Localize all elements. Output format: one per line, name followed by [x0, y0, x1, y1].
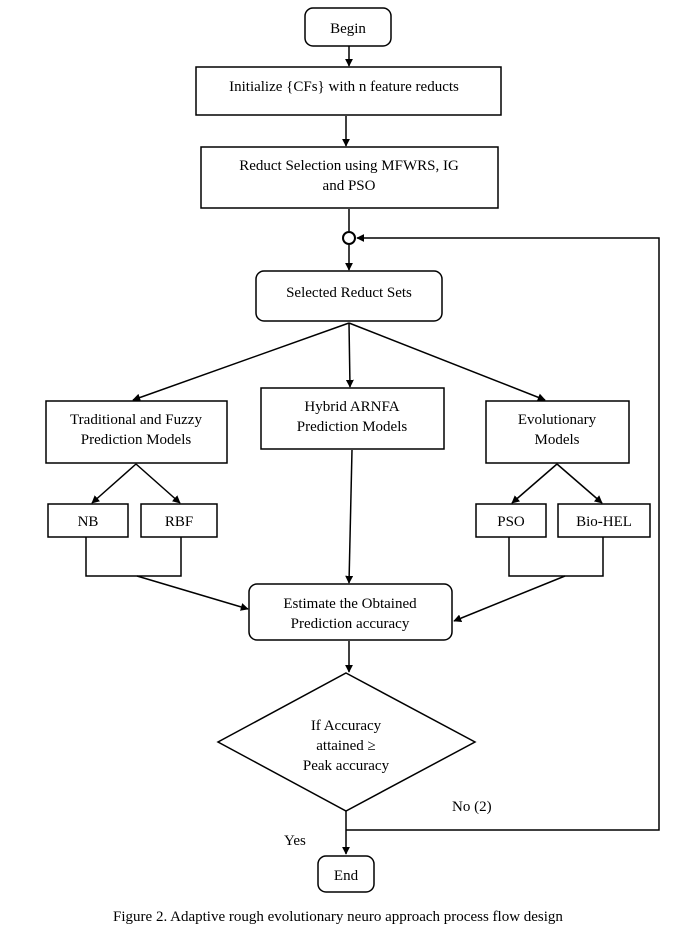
- edge-traditional-to-nb: [91, 463, 137, 504]
- end-label: End: [334, 868, 359, 884]
- reduct-selection-node: Reduct Selection using MFWRS, IG and PSO: [200, 146, 499, 209]
- init-label: Initialize {CFs} with n feature reducts: [229, 79, 459, 95]
- begin-node: Begin: [304, 7, 392, 47]
- estimate-accuracy-label-line2: Prediction accuracy: [291, 616, 410, 632]
- estimate-accuracy-label-line1: Estimate the Obtained: [283, 596, 417, 612]
- decision-label-line2: attained ≥: [316, 738, 375, 754]
- rbf-node: RBF: [140, 503, 218, 538]
- edge-no-loop-back: [346, 234, 660, 831]
- decision-label-line1: If Accuracy: [311, 718, 382, 734]
- hybrid-arnfa-label-line2: Prediction Models: [297, 419, 408, 435]
- end-node: End: [317, 855, 375, 893]
- bracket-nb-rbf: [85, 537, 182, 577]
- edge-evolutionary-to-biohel: [556, 463, 603, 504]
- biohel-node: Bio-HEL: [557, 503, 651, 538]
- edge-selected-to-hybrid: [345, 322, 354, 388]
- figure-caption: Figure 2. Adaptive rough evolutionary ne…: [113, 909, 563, 925]
- pso-node: PSO: [475, 503, 547, 538]
- selected-reduct-sets-label: Selected Reduct Sets: [286, 285, 412, 301]
- yes-edge-label: Yes: [284, 833, 306, 849]
- selected-reduct-sets-node: Selected Reduct Sets: [255, 270, 443, 322]
- hybrid-arnfa-node: Hybrid ARNFA Prediction Models: [260, 387, 445, 450]
- no-edge-label: No (2): [452, 799, 492, 815]
- reduct-selection-label-line1: Reduct Selection using MFWRS, IG: [239, 158, 459, 174]
- init-node: Initialize {CFs} with n feature reducts: [195, 66, 502, 116]
- traditional-fuzzy-label-line1: Traditional and Fuzzy: [70, 412, 202, 428]
- evolutionary-label-line2: Models: [535, 432, 580, 448]
- nb-node: NB: [47, 503, 129, 538]
- accuracy-decision-node: If Accuracy attained ≥ Peak accuracy: [216, 672, 477, 812]
- begin-label: Begin: [330, 21, 366, 37]
- traditional-fuzzy-label-line2: Prediction Models: [81, 432, 192, 448]
- edge-bracket-left-to-estimate: [136, 575, 249, 611]
- edge-bracket-right-to-estimate: [453, 575, 566, 623]
- biohel-label: Bio-HEL: [576, 514, 632, 530]
- edge-hybrid-to-estimate: [345, 449, 354, 584]
- traditional-fuzzy-node: Traditional and Fuzzy Prediction Models: [45, 400, 228, 464]
- rbf-label: RBF: [165, 514, 193, 530]
- edge-selected-to-evolutionary: [348, 322, 546, 402]
- hybrid-arnfa-label-line1: Hybrid ARNFA: [304, 399, 399, 415]
- edge-evolutionary-to-pso: [511, 463, 558, 504]
- evolutionary-label-line1: Evolutionary: [518, 412, 597, 428]
- reduct-selection-label-line2: and PSO: [323, 178, 376, 194]
- estimate-accuracy-node: Estimate the Obtained Prediction accurac…: [248, 583, 453, 641]
- nb-label: NB: [78, 514, 99, 530]
- evolutionary-node: Evolutionary Models: [485, 400, 630, 464]
- edge-selected-to-traditional: [132, 322, 350, 402]
- loop-junction: [342, 231, 356, 245]
- decision-label-line3: Peak accuracy: [303, 758, 390, 774]
- pso-label: PSO: [497, 514, 525, 530]
- edge-traditional-to-rbf: [135, 463, 181, 504]
- bracket-pso-biohel: [508, 537, 604, 577]
